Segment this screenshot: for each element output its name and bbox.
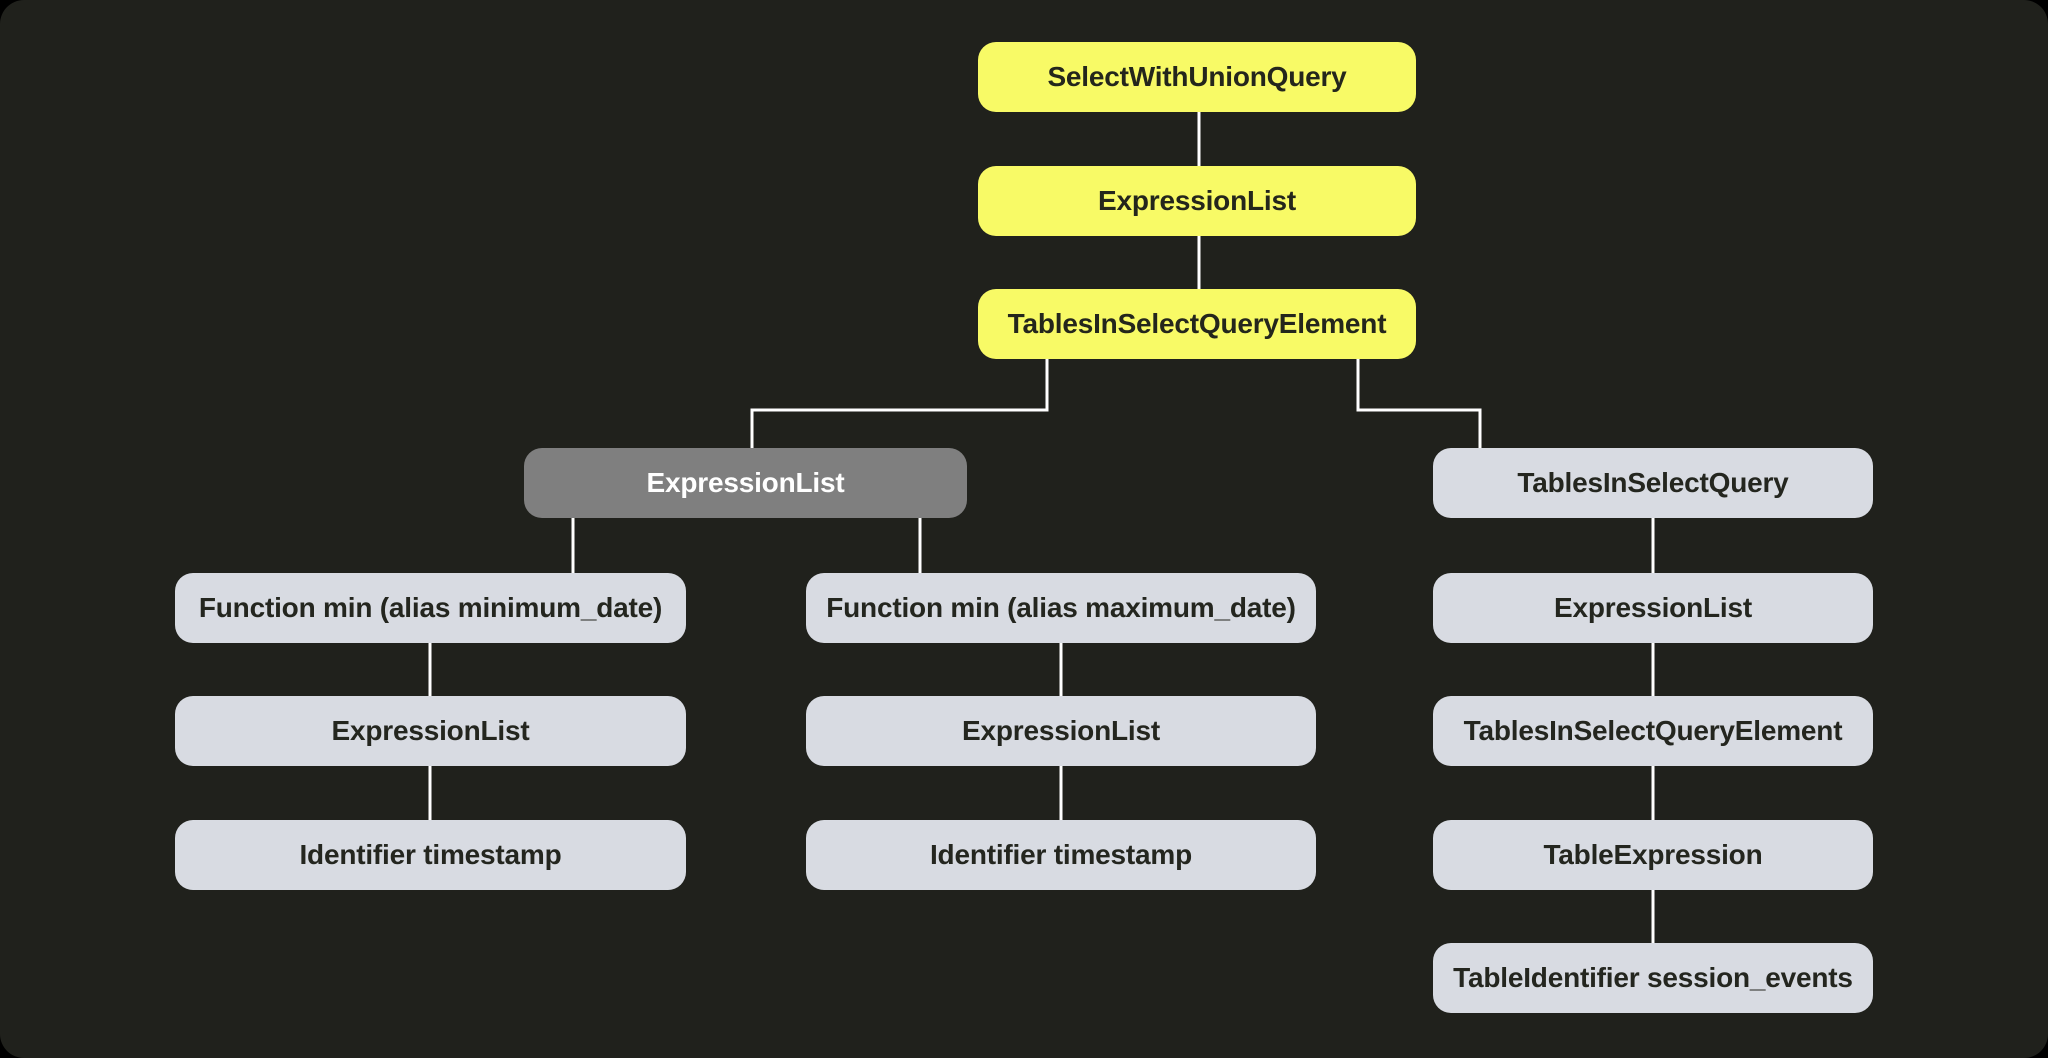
tree-node-select-with-union-query: SelectWithUnionQuery (978, 42, 1416, 112)
tree-node-expression-list-highlighted: ExpressionList (524, 448, 967, 518)
tree-node-function-min-minimum-date: Function min (alias minimum_date) (175, 573, 686, 643)
tree-node-table-identifier-session-events: TableIdentifier session_events (1433, 943, 1873, 1013)
tree-node-identifier-timestamp-mid: Identifier timestamp (806, 820, 1316, 890)
tree-node-label: ExpressionList (1554, 592, 1752, 623)
tree-node-label: TablesInSelectQueryElement (1007, 308, 1387, 339)
tree-node-label: Identifier timestamp (299, 839, 562, 870)
tree-node-label: ExpressionList (1098, 185, 1296, 216)
tree-node-tables-in-select-query-element-2: TablesInSelectQueryElement (1433, 696, 1873, 766)
tree-node-label: ExpressionList (962, 715, 1160, 746)
tree-node-expression-list-right: ExpressionList (1433, 573, 1873, 643)
tree-node-label: SelectWithUnionQuery (1047, 61, 1347, 92)
tree-edge (750, 359, 1049, 448)
tree-node-tables-in-select-query: TablesInSelectQuery (1433, 448, 1873, 518)
tree-node-label: TablesInSelectQueryElement (1463, 715, 1843, 746)
tree-node-label: Function min (alias maximum_date) (826, 592, 1296, 623)
tree-node-table-expression: TableExpression (1433, 820, 1873, 890)
tree-node-identifier-timestamp-left: Identifier timestamp (175, 820, 686, 890)
tree-node-expression-list-left: ExpressionList (175, 696, 686, 766)
tree-node-function-min-maximum-date: Function min (alias maximum_date) (806, 573, 1316, 643)
tree-node-label: TableIdentifier session_events (1453, 962, 1853, 993)
tree-node-label: Function min (alias minimum_date) (198, 592, 663, 623)
tree-node-expression-list-mid: ExpressionList (806, 696, 1316, 766)
tree-edge (1356, 359, 1482, 448)
tree-node-label: TablesInSelectQuery (1517, 467, 1789, 498)
tree-node-label: ExpressionList (646, 467, 845, 498)
tree-node-tables-in-select-query-element-1: TablesInSelectQueryElement (978, 289, 1416, 359)
tree-node-label: TableExpression (1543, 839, 1763, 870)
tree-node-label: Identifier timestamp (929, 839, 1193, 870)
tree-node-label: ExpressionList (331, 715, 530, 746)
tree-node-expression-list-root: ExpressionList (978, 166, 1416, 236)
